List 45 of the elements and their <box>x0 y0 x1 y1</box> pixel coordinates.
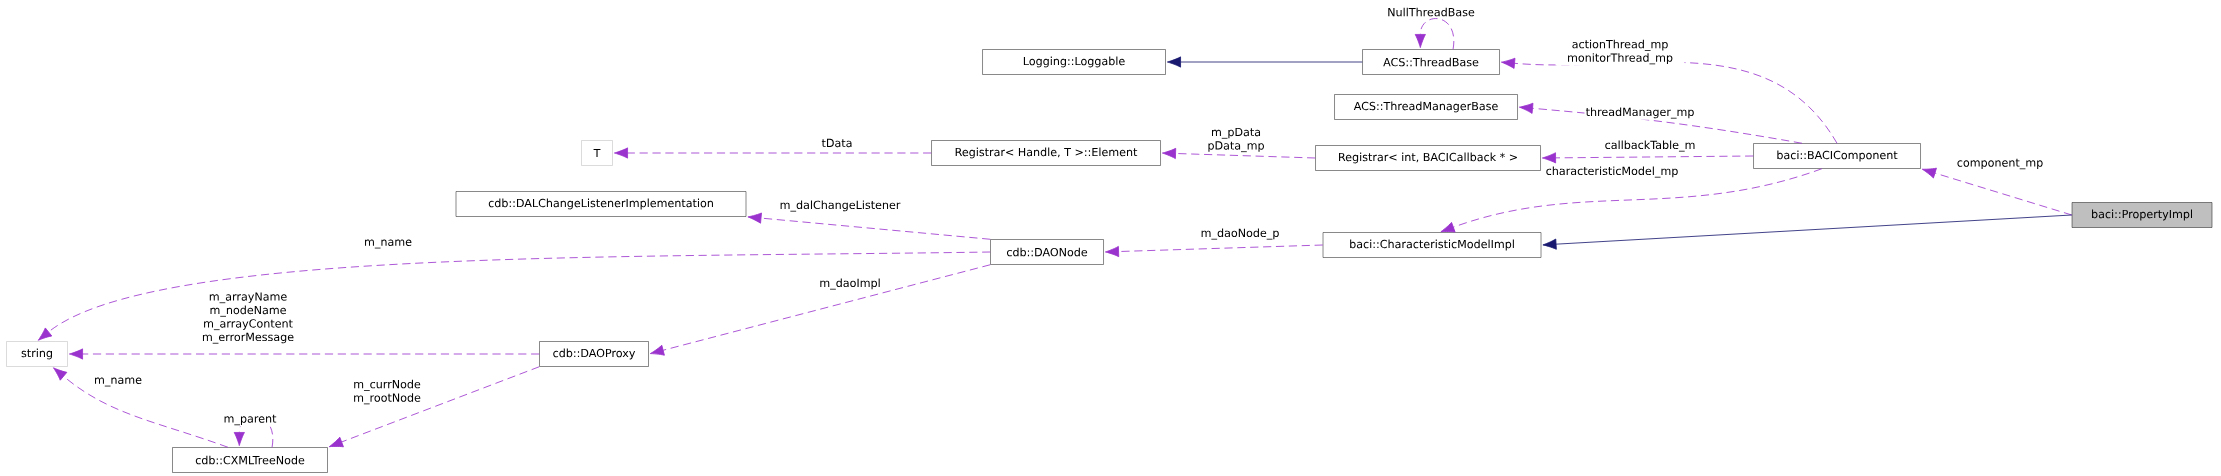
edge-label: NullThreadBase <box>1386 6 1476 18</box>
usage-arrow <box>1519 102 1803 144</box>
edge-label: m_parent <box>222 413 278 427</box>
edge-label: tData <box>820 137 854 149</box>
edge-label: m_daoNode_p <box>1199 227 1281 241</box>
class-box: Logging::Loggable <box>982 49 1166 75</box>
usage-arrow <box>1162 147 1316 160</box>
class-box: baci::BACIComponent <box>1753 143 1921 169</box>
usage-arrow <box>328 366 540 448</box>
class-box: string <box>6 341 68 367</box>
edge-label: component_mp <box>1955 157 2045 171</box>
class-box: Registrar< int, BACICallback * > <box>1315 145 1541 171</box>
edge-label: m_arrayName m_nodeName m_arrayContent m_errorMessage <box>193 291 303 345</box>
edge-label: callbackTable_m <box>1603 139 1697 153</box>
class-box: baci::PropertyImpl <box>2071 202 2213 228</box>
usage-arrow <box>649 264 991 356</box>
class-box: Registrar< Handle, T >::Element <box>931 140 1161 166</box>
usage-arrow <box>747 212 991 240</box>
edge-label: threadManager_mp <box>1584 106 1696 120</box>
usage-arrow <box>1542 152 1754 164</box>
usage-arrow <box>614 147 932 159</box>
class-box: baci::CharacteristicModelImpl <box>1322 232 1542 258</box>
edge-label: m_name <box>362 238 414 250</box>
usage-arrow <box>37 251 991 341</box>
class-box: ACS::ThreadBase <box>1362 49 1500 75</box>
class-box: T <box>581 140 613 166</box>
edge-label: m_pData pData_mp <box>1198 126 1274 154</box>
inheritance-arrow <box>1167 56 1363 68</box>
class-box: ACS::ThreadManagerBase <box>1334 94 1518 120</box>
class-box: cdb::DALChangeListenerImplementation <box>455 191 747 217</box>
edge-label: actionThread_mp monitorThread_mp <box>1555 38 1685 66</box>
self-loop-arrow <box>1414 18 1455 50</box>
class-box: cdb::DAOProxy <box>539 341 649 367</box>
usage-arrow <box>53 367 229 448</box>
usage-arrow <box>1440 168 1823 233</box>
usage-arrow <box>69 348 540 360</box>
edge-label: characteristicModel_mp <box>1544 165 1680 179</box>
class-box: cdb::CXMLTreeNode <box>172 447 328 473</box>
edge-label: m_currNode m_rootNode <box>342 378 432 406</box>
inheritance-arrow <box>1542 214 2073 250</box>
edge-label: m_dalChangeListener <box>778 199 902 213</box>
edge-label: m_name <box>92 376 144 388</box>
edge-label: m_daoImpl <box>818 277 882 291</box>
usage-arrow <box>1105 244 1324 258</box>
class-box: cdb::DAONode <box>990 239 1104 265</box>
